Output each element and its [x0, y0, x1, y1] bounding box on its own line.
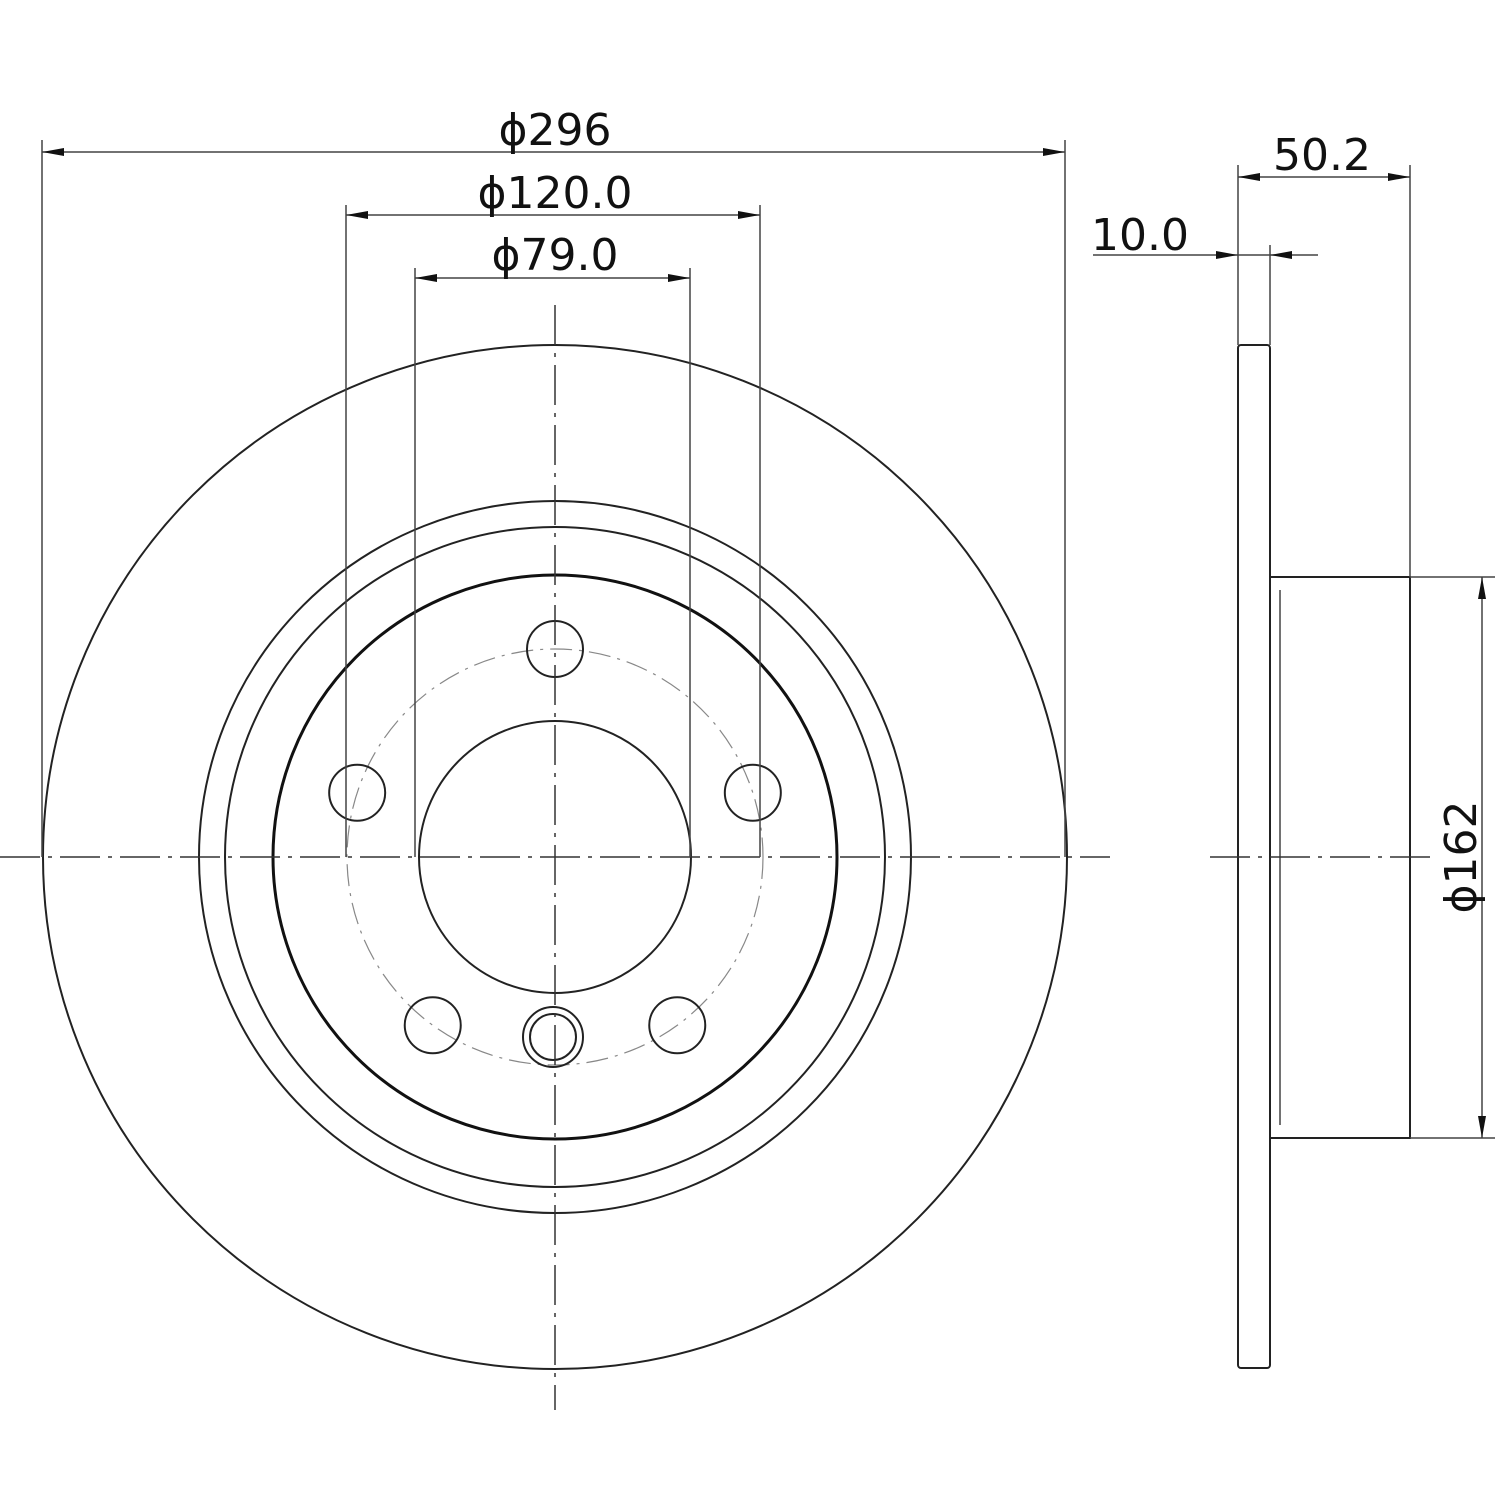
bolt-hole [403, 996, 462, 1055]
hat-outer-edge [224, 526, 886, 1188]
dim-outer-diameter: ϕ296 [498, 105, 611, 156]
dim-total-height: 50.2 [1273, 130, 1371, 181]
bolt-hole [723, 763, 782, 822]
side-view: 50.2 10.0 ϕ162 [1091, 130, 1495, 1369]
locating-hole-inner [529, 1013, 577, 1061]
dim-center-bore: ϕ79.0 [492, 230, 619, 281]
locating-hole-outer [522, 1006, 584, 1068]
bolt-holes [328, 620, 782, 1055]
dim-pcd: ϕ120.0 [478, 168, 633, 219]
dim-disc-thickness: 10.0 [1091, 210, 1189, 261]
front-view: ϕ296 ϕ120.0 ϕ79.0 [0, 105, 1110, 1410]
bolt-hole [648, 996, 707, 1055]
bolt-hole [328, 763, 387, 822]
dim-hat-diameter: ϕ162 [1436, 800, 1487, 913]
